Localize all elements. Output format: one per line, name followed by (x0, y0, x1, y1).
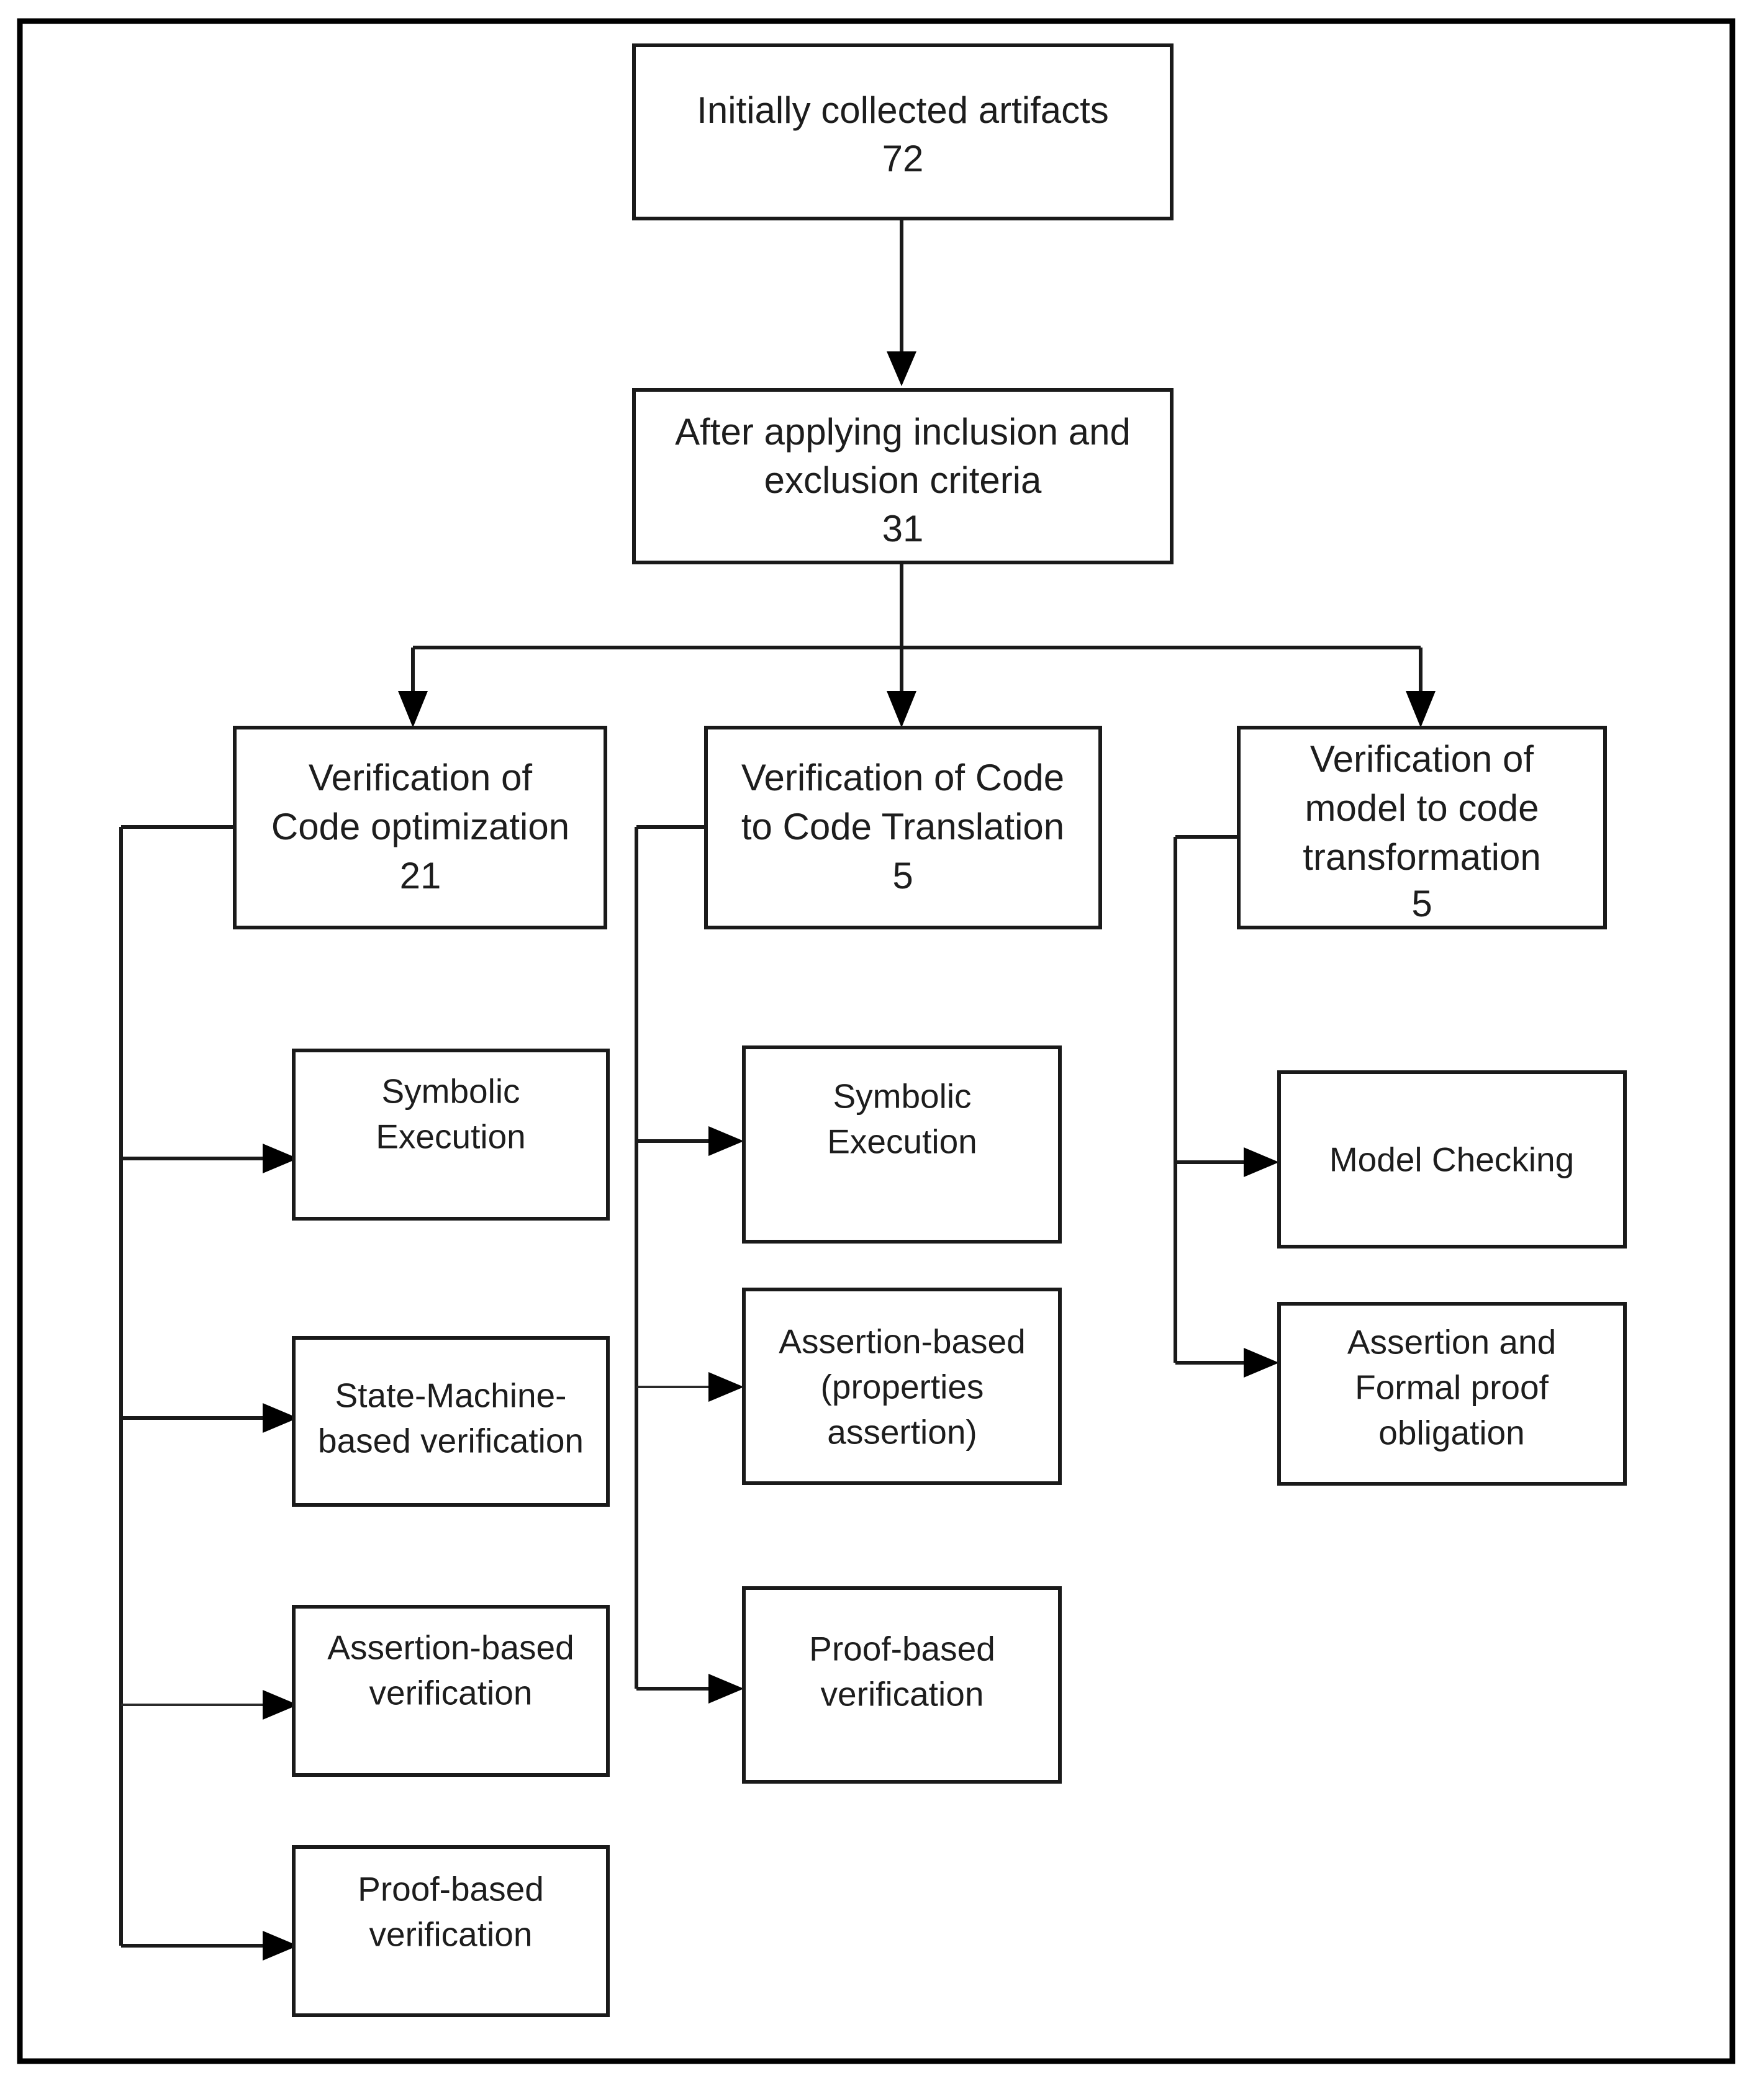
node-model-checking[interactable]: Model Checking (1277, 1070, 1627, 1248)
node-opt-state-machine-based-verification[interactable]: State-Machine- based verification (292, 1336, 610, 1507)
node-criteria-line1: After applying inclusion and (675, 411, 1131, 453)
node-trans-assertion-line2: (properties (821, 1368, 984, 1406)
node-opt-statemachine-line1: State-Machine- (335, 1376, 567, 1415)
node-cat-model-line2: model to code (1305, 787, 1539, 829)
edge-bus-to-model-transformation (1406, 648, 1436, 728)
node-trans-proof-line1: Proof-based (809, 1630, 995, 1668)
node-cat-opt-line1: Verification of (309, 757, 533, 798)
node-model-checking-label: Model Checking (1329, 1140, 1574, 1179)
node-initially-collected-artifacts[interactable]: Initially collected artifacts 72 (632, 43, 1174, 220)
node-initial-line1: Initially collected artifacts (697, 89, 1109, 131)
node-opt-symbolic-line1: Symbolic (381, 1072, 520, 1111)
node-verification-code-to-code-translation[interactable]: Verification of Code to Code Translation… (704, 726, 1102, 929)
node-cat-trans-line2: to Code Translation (741, 806, 1064, 847)
node-cat-model-line3: transformation (1303, 836, 1541, 878)
node-trans-proof-based-verification[interactable]: Proof-based verification (742, 1586, 1062, 1784)
node-model-assertion-line2: Formal proof (1355, 1368, 1549, 1407)
node-trans-symbolic-line2: Execution (827, 1122, 977, 1161)
node-opt-assertion-based-verification[interactable]: Assertion-based verification (292, 1605, 610, 1777)
node-trans-proof-line2: verification (821, 1675, 984, 1714)
node-verification-code-optimization[interactable]: Verification of Code optimization 21 (233, 726, 607, 929)
node-cat-trans-line1: Verification of Code (741, 757, 1064, 798)
node-cat-opt-line2: Code optimization (271, 806, 569, 847)
node-model-assertion-formal-proof[interactable]: Assertion and Formal proof obligation (1277, 1302, 1627, 1486)
edge-bus-code-optimization-children (119, 825, 298, 1961)
node-criteria-line2: exclusion criteria (764, 459, 1042, 501)
node-opt-proof-line2: verification (369, 1915, 533, 1954)
edge-bus-to-code-optimization (398, 648, 428, 728)
edge-criteria-to-bus (413, 562, 1421, 649)
node-opt-proof-line1: Proof-based (358, 1870, 544, 1908)
node-trans-assertion-line3: assertion) (827, 1413, 977, 1452)
node-trans-assertion-based-properties[interactable]: Assertion-based (properties assertion) (742, 1288, 1062, 1485)
node-criteria-count: 31 (882, 508, 924, 549)
node-trans-symbolic-line1: Symbolic (833, 1077, 971, 1116)
node-opt-assertion-line2: verification (369, 1674, 533, 1712)
node-trans-assertion-line1: Assertion-based (779, 1322, 1025, 1361)
node-opt-statemachine-line2: based verification (318, 1422, 584, 1460)
node-model-assertion-line3: obligation (1378, 1414, 1524, 1452)
node-model-assertion-line1: Assertion and (1347, 1323, 1556, 1361)
node-opt-proof-based-verification[interactable]: Proof-based verification (292, 1845, 610, 2017)
node-cat-trans-count: 5 (892, 855, 913, 896)
edge-bus-code-translation-children (635, 825, 744, 1704)
edge-bus-to-code-translation (887, 648, 916, 728)
node-initial-count: 72 (882, 138, 924, 179)
node-opt-assertion-line1: Assertion-based (327, 1628, 574, 1667)
node-cat-opt-count: 21 (400, 855, 441, 896)
node-after-criteria[interactable]: After applying inclusion and exclusion c… (632, 388, 1174, 564)
node-opt-symbolic-line2: Execution (376, 1118, 526, 1156)
node-cat-model-count: 5 (1411, 883, 1432, 924)
node-cat-model-line1: Verification of (1310, 738, 1534, 780)
node-opt-symbolic-execution[interactable]: Symbolic Execution (292, 1049, 610, 1221)
edge-initial-to-criteria (887, 219, 916, 386)
node-verification-model-to-code-transformation[interactable]: Verification of model to code transforma… (1237, 726, 1607, 929)
edge-bus-model-transformation-children (1174, 835, 1279, 1378)
outer-frame (17, 18, 1735, 2064)
node-trans-symbolic-execution[interactable]: Symbolic Execution (742, 1045, 1062, 1244)
